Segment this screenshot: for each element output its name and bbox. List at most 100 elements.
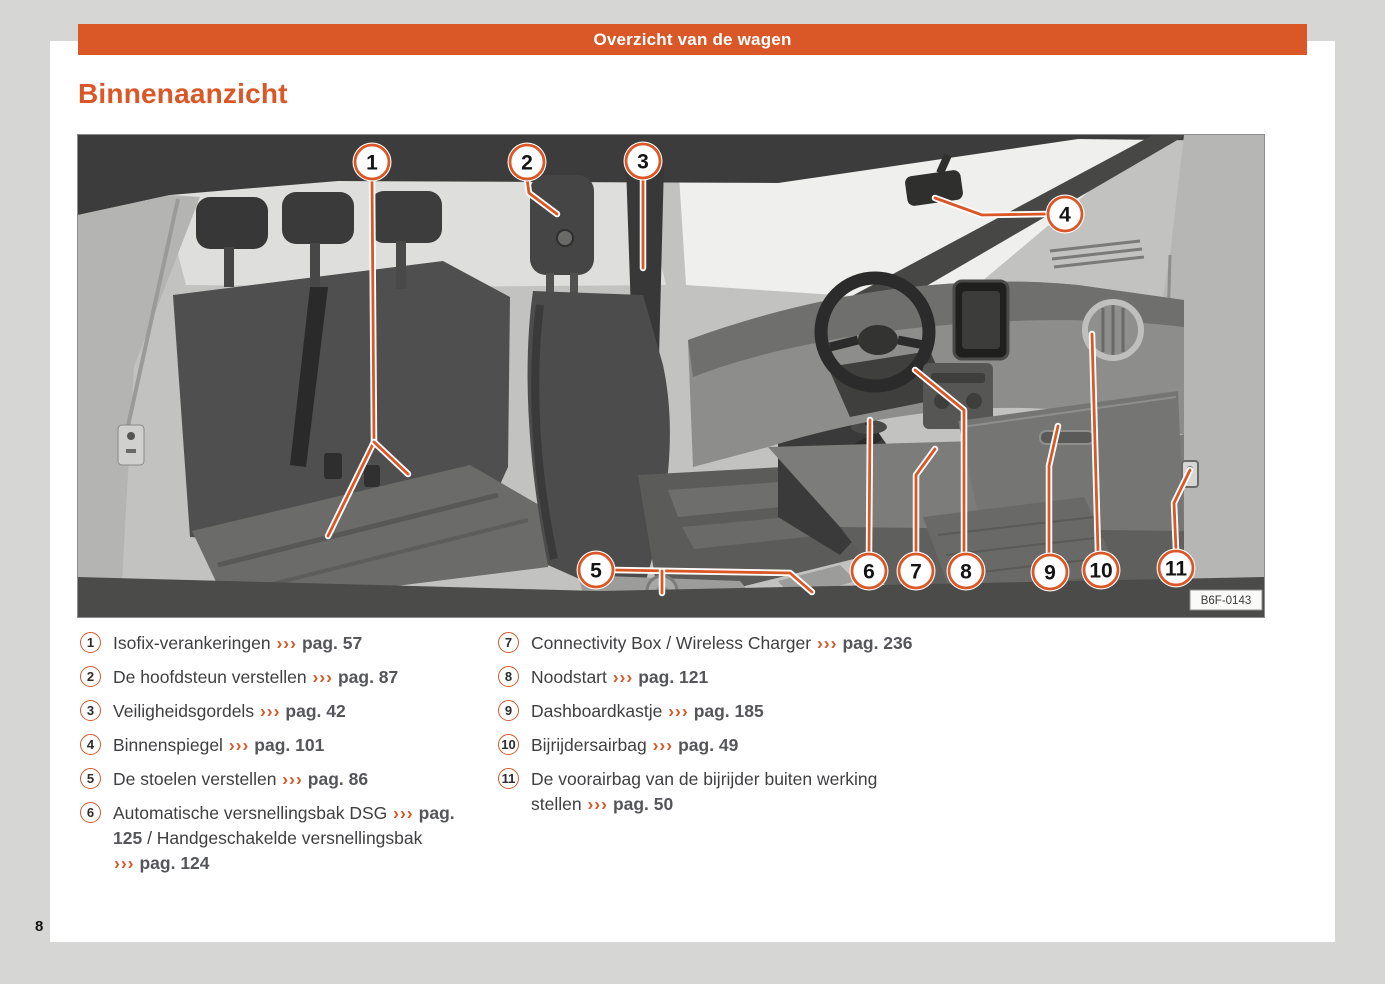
front-seat-back	[527, 291, 670, 605]
figure-caption-box	[1189, 589, 1263, 611]
chevron-icon: ›››	[282, 769, 303, 789]
legend-item-number: 4	[80, 734, 101, 755]
page-reference: pag. 42	[285, 701, 346, 721]
chapter-header-bar: Overzicht van de wagen	[78, 24, 1307, 55]
callout-1: 1	[324, 142, 412, 540]
legend-item-number: 6	[80, 802, 101, 823]
page-reference: pag. 124	[139, 853, 210, 873]
callout-number: 5	[590, 560, 602, 583]
legend-item-text: Noodstart ›››pag. 121	[531, 667, 709, 687]
rearview-mirror	[905, 170, 963, 206]
callout-4: 4	[931, 194, 1085, 234]
legend-item-number: 7	[498, 632, 519, 653]
legend-item-10: 10 Bijrijdersairbag ›››pag. 49	[498, 733, 914, 758]
interior-illustration: B6F-0143 1 2 3 4 5 6 7 8 9 10 11	[78, 134, 1264, 618]
legend-item-number: 8	[498, 666, 519, 687]
page-reference: pag. 121	[638, 667, 709, 687]
callout-5: 5	[576, 550, 816, 597]
chevron-icon: ›››	[668, 701, 689, 721]
callout-number: 9	[1044, 562, 1056, 585]
callout-number: 10	[1089, 560, 1112, 583]
chevron-icon: ›››	[612, 667, 634, 687]
chevron-icon: ›››	[276, 633, 297, 653]
page-reference: pag. 86	[307, 769, 369, 789]
callout-layer: 1 2 3 4 5 6 7 8 9 10 11	[324, 141, 1196, 597]
legend-item-text: Automatische versnellingsbak DSG ›››pag.…	[113, 803, 455, 873]
chevron-icon: ›››	[259, 701, 281, 721]
callout-7: 7	[896, 445, 939, 591]
legend-item-text: De stoelen verstellen ›››pag. 86	[113, 769, 369, 789]
rear-headrest	[282, 192, 354, 244]
door-striker	[117, 424, 145, 466]
legend-item-number: 2	[80, 666, 101, 687]
callout-10: 10	[1081, 330, 1121, 590]
page-title: Binnenaanzicht	[78, 78, 288, 109]
legend-item-number: 10	[498, 734, 519, 755]
page-reference: pag. 101	[254, 735, 325, 755]
legend-item-text: De hoofdsteun verstellen ›››pag. 87	[113, 667, 399, 687]
page-reference: pag. 236	[842, 633, 913, 653]
chevron-icon: ›››	[816, 633, 838, 653]
callout-number: 8	[960, 561, 972, 584]
legend-item-number: 9	[498, 700, 519, 721]
chapter-title: Overzicht van de wagen	[593, 29, 792, 49]
legend-item-text: Isofix-verankeringen ›››pag. 57	[113, 633, 363, 653]
callout-11: 11	[1156, 466, 1196, 588]
page-number: 8	[35, 918, 44, 935]
legend-item-11: 11 De voorairbag van de bijrijder buiten …	[498, 767, 914, 817]
chevron-icon: ›››	[312, 667, 333, 687]
legend-item-5: 5 De stoelen verstellen ›››pag. 86	[80, 767, 484, 792]
legend-item-text: De voorairbag van de bijrijder buiten we…	[531, 769, 878, 814]
interior-figure: B6F-0143 1 2 3 4 5 6 7 8 9 10 11	[77, 134, 1265, 618]
chevron-icon: ›››	[587, 794, 608, 814]
callout-3: 3	[623, 141, 663, 272]
steering-wheel	[814, 271, 936, 393]
chevron-icon: ›››	[114, 853, 135, 873]
legend-item-number: 5	[80, 768, 101, 789]
callout-number: 11	[1165, 558, 1188, 581]
legend-item-2: 2 De hoofdsteun verstellen ›››pag. 87	[80, 665, 484, 690]
legend-item-1: 1 Isofix-verankeringen ›››pag. 57	[80, 631, 484, 656]
a-pillar	[850, 135, 1186, 313]
callout-number: 2	[521, 152, 533, 175]
chevron-icon: ›››	[652, 735, 674, 755]
legend-item-6: 6 Automatische versnellingsbak DSG ›››pag…	[80, 801, 484, 876]
rear-headrest	[370, 191, 442, 243]
figure-caption: B6F-0143	[1201, 595, 1252, 607]
legend-item-9: 9 Dashboardkastje ›››pag. 185	[498, 699, 914, 724]
callout-number: 1	[366, 152, 378, 175]
legend-item-number: 1	[80, 632, 101, 653]
rear-headrest	[196, 197, 268, 249]
glovebox	[958, 391, 1184, 541]
callout-number: 6	[863, 561, 875, 584]
page-reference: pag. 49	[678, 735, 739, 755]
legend-item-text: Dashboardkastje ›››pag. 185	[531, 701, 764, 721]
callout-9: 9	[1030, 422, 1070, 592]
chevron-icon: ›››	[228, 735, 250, 755]
page-reference: pag. 50	[612, 794, 674, 814]
legend-item-text: Bijrijdersairbag ›››pag. 49	[531, 735, 739, 755]
page-reference: pag. 87	[337, 667, 399, 687]
page-reference: pag. 125	[113, 803, 455, 848]
legend-left-column: 1 Isofix-verankeringen ›››pag. 57 2 De hoof…	[80, 631, 484, 876]
callout-number: 7	[910, 561, 922, 584]
legend-item-number: 11	[498, 768, 519, 789]
headrest-button	[556, 229, 574, 247]
page-reference: pag. 185	[693, 701, 764, 721]
callout-6: 6	[849, 416, 889, 591]
legend-item-8: 8 Noodstart ›››pag. 121	[498, 665, 914, 690]
callout-8: 8	[911, 366, 986, 591]
callout-2: 2	[507, 142, 561, 218]
dash-grille	[1049, 239, 1145, 269]
glovebox-handle	[1039, 430, 1095, 445]
callout-number: 3	[637, 151, 649, 174]
chevron-icon: ›››	[393, 803, 414, 823]
rear-seat-belt	[290, 287, 328, 467]
callout-number: 4	[1059, 204, 1071, 227]
legend-item-number: 3	[80, 700, 101, 721]
